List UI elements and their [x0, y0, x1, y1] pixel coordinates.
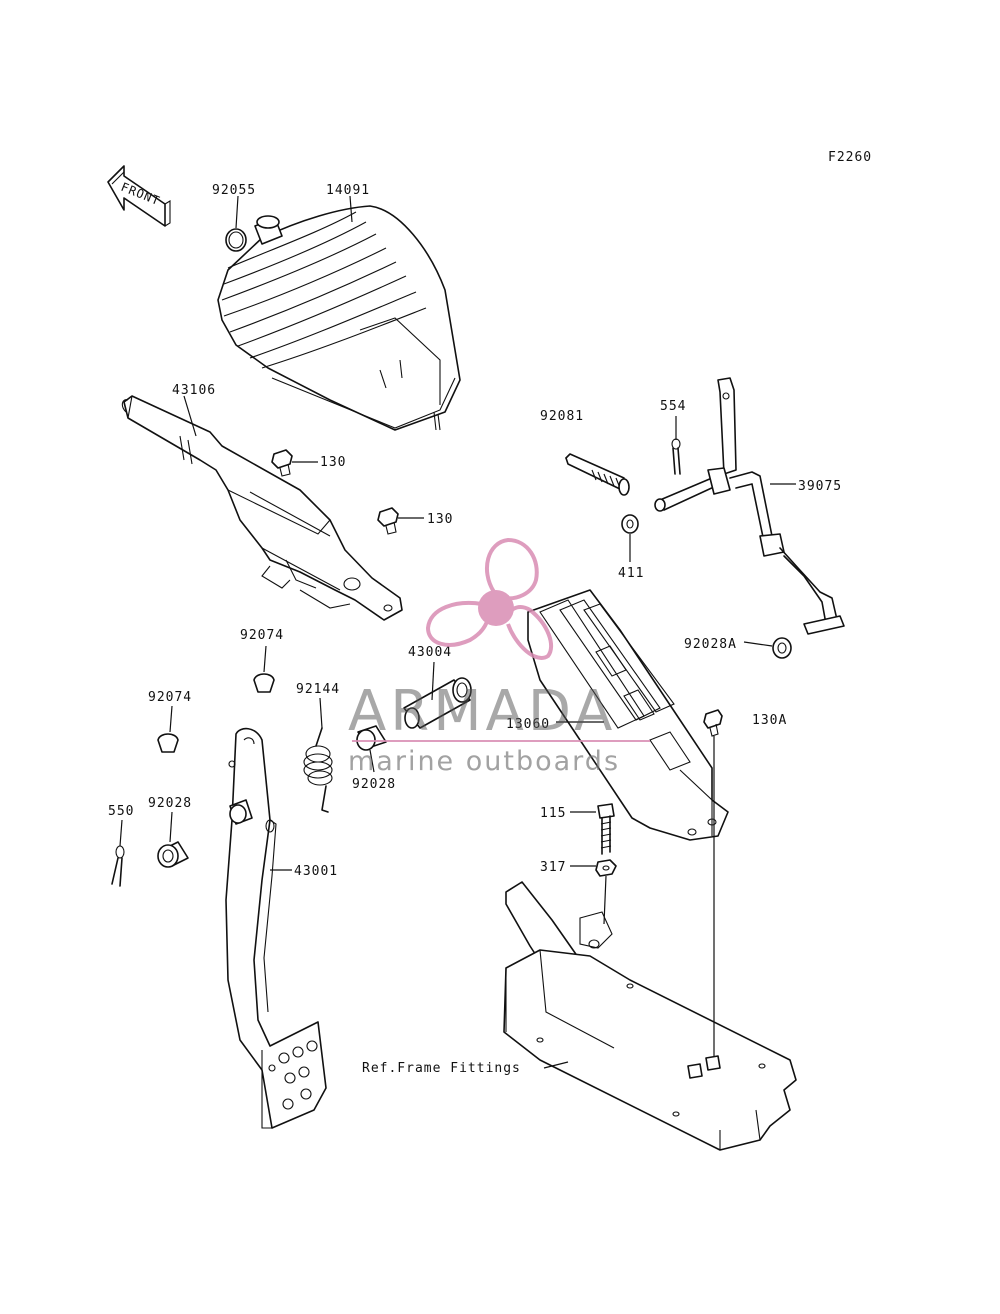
bolt-130A: [703, 709, 723, 737]
label-92028-center: 92028: [352, 777, 396, 792]
label-43001: 43001: [294, 864, 338, 879]
label-92028A: 92028A: [684, 637, 737, 652]
label-39075: 39075: [798, 479, 842, 494]
leader-lines: [119, 195, 796, 1069]
label-130-lower: 130: [427, 512, 453, 527]
bolt-115: [597, 803, 615, 855]
bushing-92028-left: [157, 841, 189, 868]
propeller-blade-bottom: [506, 605, 554, 660]
bolt-130-lower: [377, 507, 399, 535]
label-115: 115: [540, 806, 566, 821]
label-411: 411: [618, 566, 644, 581]
label-130-upper: 130: [320, 455, 346, 470]
label-14091: 14091: [326, 183, 370, 198]
cap-92074-upper: [253, 673, 275, 693]
watermark: ARMADA marine outboards: [348, 537, 650, 777]
lever-43106: [121, 395, 403, 621]
label-92055: 92055: [212, 183, 256, 198]
front-arrow-icon: FRONT: [107, 165, 171, 227]
label-554: 554: [660, 399, 686, 414]
cotter-pin-550: [111, 845, 125, 887]
part-labels: 92055 14091 43106 130 130 92081 554 3907…: [108, 183, 842, 1076]
label-43004: 43004: [408, 645, 452, 660]
watermark-propeller-icon: [425, 537, 554, 660]
nut-317: [595, 859, 617, 877]
shaft-39075: [654, 377, 845, 635]
watermark-brand: ARMADA: [348, 679, 616, 744]
label-ref-frame-fittings: Ref.Frame Fittings: [362, 1061, 521, 1076]
label-92074-lower: 92074: [148, 690, 192, 705]
label-43106: 43106: [172, 383, 216, 398]
spring-92144: [303, 727, 333, 813]
cap-92074-lower: [157, 733, 179, 753]
sleeve-43004: [403, 677, 472, 729]
label-92028-left: 92028: [148, 796, 192, 811]
frame-fittings: [503, 881, 797, 1151]
propeller-blade-left: [425, 601, 491, 647]
washer-411: [621, 514, 639, 534]
label-317: 317: [540, 860, 566, 875]
bushing-92028A: [772, 637, 792, 659]
watermark-tagline: marine outboards: [348, 746, 620, 777]
pedal-plate-13060: [527, 589, 729, 841]
boot-14091: [217, 205, 461, 431]
spring-rod-92081: [565, 453, 630, 496]
bolt-130-upper: [271, 449, 293, 477]
figure-code: F2260: [828, 150, 872, 165]
label-92081: 92081: [540, 409, 584, 424]
o-ring-92055: [225, 228, 247, 252]
cotter-pin-554: [671, 438, 681, 475]
propeller-hub: [478, 590, 514, 626]
label-130A: 130A: [752, 713, 787, 728]
label-13060: 13060: [506, 717, 550, 732]
label-550: 550: [108, 804, 134, 819]
propeller-blade-top: [484, 537, 539, 601]
label-92144: 92144: [296, 682, 340, 697]
label-92074-upper: 92074: [240, 628, 284, 643]
brake-pedal-43001: [225, 727, 327, 1129]
